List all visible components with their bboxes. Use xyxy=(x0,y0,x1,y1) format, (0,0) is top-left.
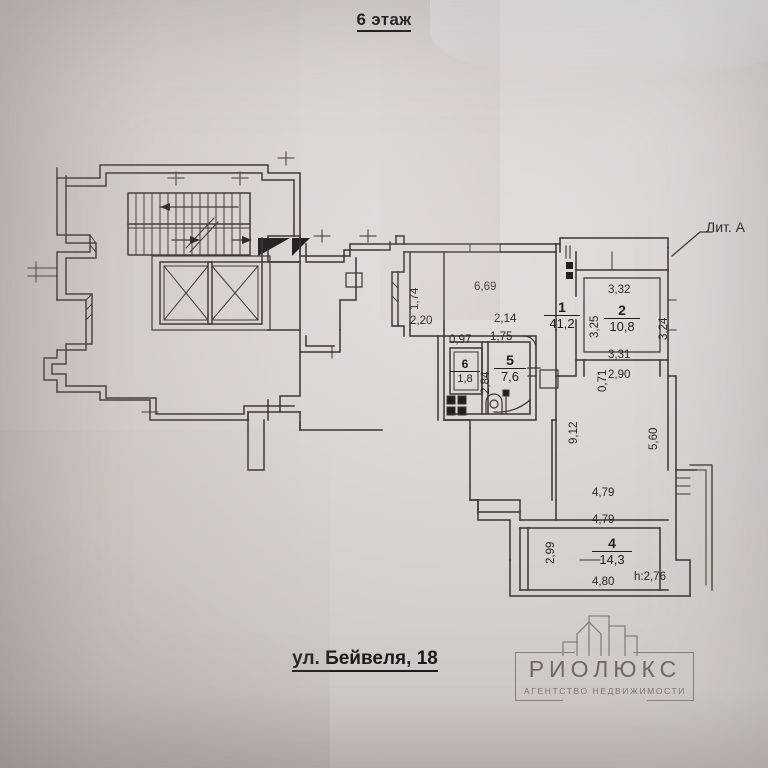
room-label-1: 1 41,2 xyxy=(544,300,580,332)
agency-brand-name: РИОЛЮКС xyxy=(528,656,682,682)
ceiling-height-label: h:2,76 xyxy=(634,571,666,583)
page-title-text: 6 этаж xyxy=(356,10,412,32)
logo-frame-right xyxy=(693,652,695,700)
dimension-6-69: 6,69 xyxy=(474,281,497,293)
dimension-2-20: 2,20 xyxy=(410,315,433,327)
page-title: 6 этаж xyxy=(0,10,768,32)
dimension-1-74: 1,74 xyxy=(409,287,421,310)
room-area: 7,6 xyxy=(494,367,526,385)
address-label: ул. Бейвеля, 18 xyxy=(250,648,480,672)
room-label-5: 5 7,6 xyxy=(494,353,526,385)
dimension-2-14: 2,14 xyxy=(494,313,517,325)
dimension-2-84: 2,84 xyxy=(480,371,492,394)
agency-watermark: РИОЛЮКС АГЕНТСТВО НЕДВИЖИМОСТИ xyxy=(505,612,705,708)
room-area: 10,8 xyxy=(604,317,640,335)
building-letter-label: Лит. А xyxy=(706,219,745,235)
logo-frame-bottom-right xyxy=(647,700,694,702)
room-number: 6 xyxy=(461,357,469,371)
room-label-2: 2 10,8 xyxy=(604,303,640,335)
room-area: 41,2 xyxy=(544,314,580,332)
room-label-4: 4 14,3 xyxy=(592,536,632,568)
agency-tagline: АГЕНТСТВО НЕДВИЖИМОСТИ xyxy=(523,686,687,696)
logo-frame-top-left xyxy=(515,652,575,654)
logo-frame-left xyxy=(515,652,517,700)
dimension-9-12: 9,12 xyxy=(568,421,580,444)
dimension-3-24: 3,24 xyxy=(658,317,670,340)
dimension-3-32: 3,32 xyxy=(608,284,631,296)
logo-frame-bottom-left xyxy=(515,700,563,702)
logo-frame-top-right xyxy=(633,652,694,654)
room-number: 2 xyxy=(618,302,626,318)
dimension-2-90: 2,90 xyxy=(608,369,631,381)
room-number: 4 xyxy=(608,535,616,551)
room-number: 5 xyxy=(506,352,514,368)
dimension-0-97: 0,97 xyxy=(449,334,472,346)
buildings-icon xyxy=(562,615,638,656)
dimension-4-79-top: 4,79 xyxy=(592,487,615,499)
dimension-4-80: 4,80 xyxy=(592,576,615,588)
dimension-3-31: 3,31 xyxy=(608,349,631,361)
room-area: 14,3 xyxy=(592,550,632,568)
room-area: 1,8 xyxy=(450,370,480,386)
room-number: 1 xyxy=(558,299,566,315)
dimension-5-60: 5,60 xyxy=(648,427,660,450)
dimension-2-99: 2,99 xyxy=(545,541,557,564)
dimension-1-75: 1,75 xyxy=(490,331,513,343)
address-text: ул. Бейвеля, 18 xyxy=(292,648,438,672)
dimension-0-71: 0,71 xyxy=(597,369,609,392)
dimension-4-79-bottom: 4,79 xyxy=(592,514,615,526)
room-label-6: 6 1,8 xyxy=(450,358,480,385)
dimension-3-25: 3,25 xyxy=(589,315,601,338)
